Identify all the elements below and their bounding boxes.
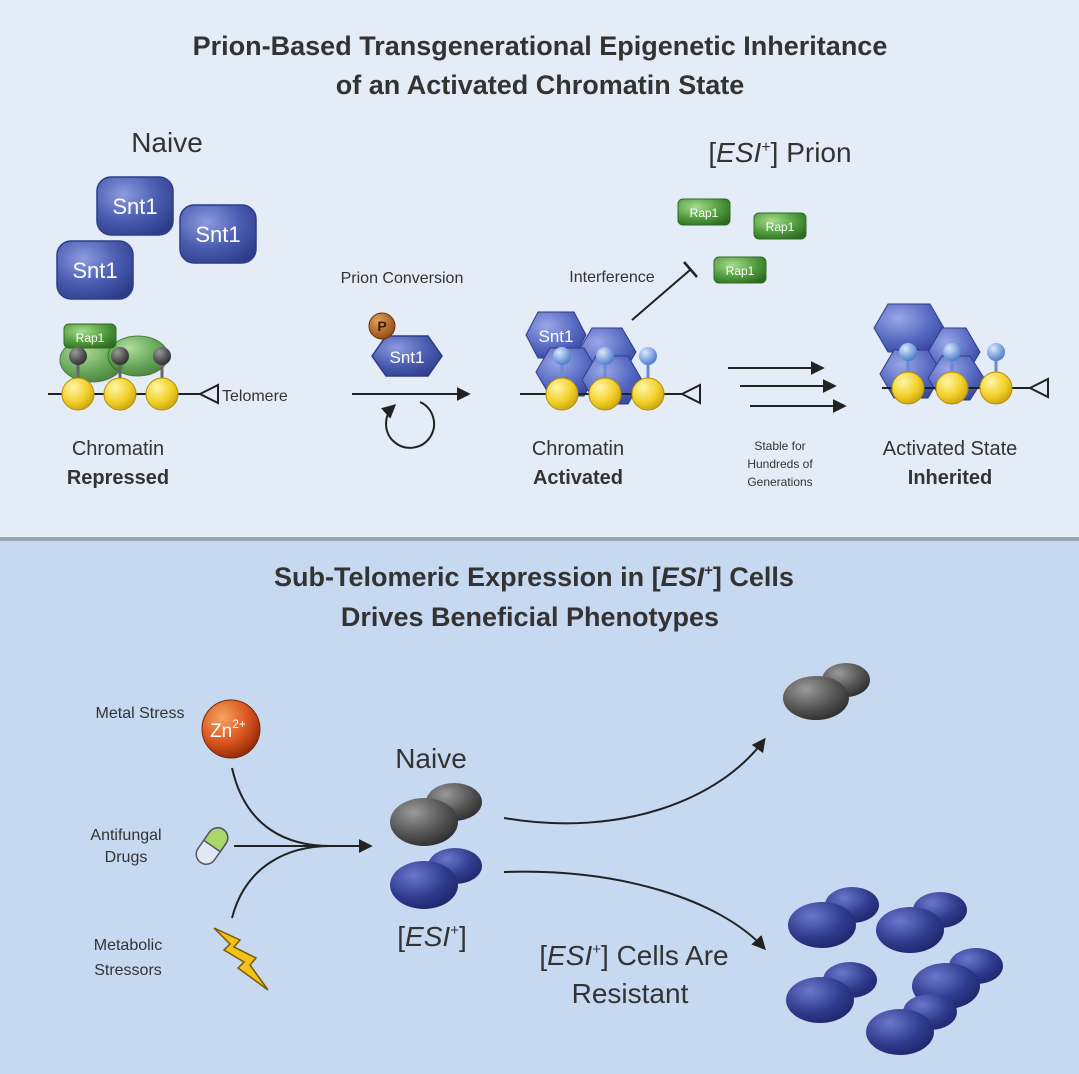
svg-text:Rap1: Rap1	[690, 206, 719, 220]
svg-text:Snt1: Snt1	[195, 222, 240, 247]
esi-yeast-cell	[788, 887, 879, 948]
metabolic-label-line2: Stressors	[94, 962, 162, 979]
esi-yeast-cell	[876, 892, 967, 953]
phosphate-icon: P	[368, 312, 396, 340]
bottom-title-line1: Sub-Telomeric Expression in [ESI+] Cells	[274, 562, 794, 592]
interference-inhibition-line	[631, 269, 691, 321]
panel-divider	[0, 537, 1079, 541]
naive-label: Naive	[131, 127, 203, 158]
svg-text:Rap1: Rap1	[76, 331, 105, 345]
nucleosome	[588, 377, 622, 411]
telomere-triangle	[197, 383, 219, 405]
snt1-protein: Snt1	[56, 240, 134, 300]
naive-outcome-cell	[783, 663, 870, 720]
sir-protein	[153, 347, 171, 365]
telomere-label: Telomere	[222, 388, 288, 405]
lightning-icon	[213, 927, 269, 991]
rap1-protein	[63, 323, 117, 349]
repressed-label-line1: Chromatin	[72, 438, 164, 460]
telomere-triangle	[1027, 377, 1049, 399]
esi-outcome-arrow	[503, 870, 766, 951]
telomere-triangle	[679, 383, 701, 405]
metabolic-label-line1: Metabolic	[94, 937, 162, 954]
snt1-protein: Snt1	[179, 204, 257, 264]
stable-label-line2: Hundreds of	[747, 457, 813, 471]
rap1-protein: Rap1	[753, 212, 807, 240]
rap1-protein: Rap1	[713, 256, 767, 284]
nucleosome	[61, 377, 95, 411]
repressed-label-line2: Repressed	[67, 467, 169, 489]
sir-protein	[69, 347, 87, 365]
inhibition-bar	[683, 261, 698, 278]
bottom-title-line2: Drives Beneficial Phenotypes	[341, 602, 719, 632]
svg-text:Snt1: Snt1	[539, 327, 574, 346]
activated-chromatin: Snt1	[520, 311, 701, 411]
resistant-label-line2: Resistant	[572, 978, 689, 1009]
top-title-line1: Prion-Based Transgenerational Epigenetic…	[193, 31, 888, 61]
snt1-protein: Snt1	[96, 176, 174, 236]
nucleosome	[631, 377, 665, 411]
svg-text:Snt1: Snt1	[390, 348, 425, 367]
naive-cell-label: Naive	[395, 743, 467, 774]
activated-label-line2: Activated	[533, 467, 623, 489]
prion-conversion-label: Prion Conversion	[341, 270, 464, 287]
nucleosome	[103, 377, 137, 411]
activated-label-line1: Chromatin	[532, 438, 624, 460]
nucleosome	[545, 377, 579, 411]
cycle-arrow	[380, 401, 436, 449]
resistant-cell-cluster	[786, 887, 1003, 1055]
top-panel-background	[0, 0, 1079, 537]
esi-yeast-cell	[390, 848, 482, 909]
naive-outcome-arrow	[503, 737, 766, 825]
rap1-protein: Rap1	[677, 198, 731, 226]
svg-text:Snt1: Snt1	[112, 194, 157, 219]
inherited-label-line1: Activated State	[883, 438, 1018, 460]
repressed-chromatin: Rap1	[48, 323, 219, 411]
antifungal-label-line2: Drugs	[105, 849, 148, 866]
interference-label: Interference	[569, 269, 654, 286]
nucleosome	[979, 371, 1013, 405]
svg-text:Rap1: Rap1	[766, 220, 795, 234]
sir-protein	[111, 347, 129, 365]
stable-label-line3: Generations	[747, 475, 812, 489]
zinc-icon: Zn2+	[201, 699, 261, 759]
nucleosome	[935, 371, 969, 405]
nucleosome	[891, 371, 925, 405]
naive-yeast-cell	[390, 783, 482, 846]
svg-text:Rap1: Rap1	[726, 264, 755, 278]
snt1-hexagon-protein: Snt1	[371, 335, 443, 377]
stable-label-line1: Stable for	[754, 439, 805, 453]
pill-icon	[195, 827, 229, 865]
inherited-chromatin	[873, 303, 1049, 405]
svg-text:P: P	[377, 318, 386, 334]
metal-stress-label: Metal Stress	[96, 705, 185, 722]
resistant-label-line1: [ESI+] Cells Are	[539, 940, 728, 971]
esi-yeast-cell	[786, 962, 877, 1023]
esi-cell-label: [ESI+]	[397, 921, 466, 952]
inherited-label-line2: Inherited	[908, 467, 992, 489]
bottom-panel-background	[0, 541, 1079, 1074]
antifungal-label-line1: Antifungal	[90, 827, 161, 844]
nucleosome	[145, 377, 179, 411]
top-title-line2: of an Activated Chromatin State	[336, 70, 745, 100]
esi-prion-label: [ESI+] Prion	[708, 137, 851, 168]
esi-yeast-cell	[912, 948, 1003, 1009]
svg-text:Snt1: Snt1	[72, 258, 117, 283]
esi-yeast-cell	[866, 994, 957, 1055]
svg-text:Zn2+: Zn2+	[210, 717, 246, 742]
